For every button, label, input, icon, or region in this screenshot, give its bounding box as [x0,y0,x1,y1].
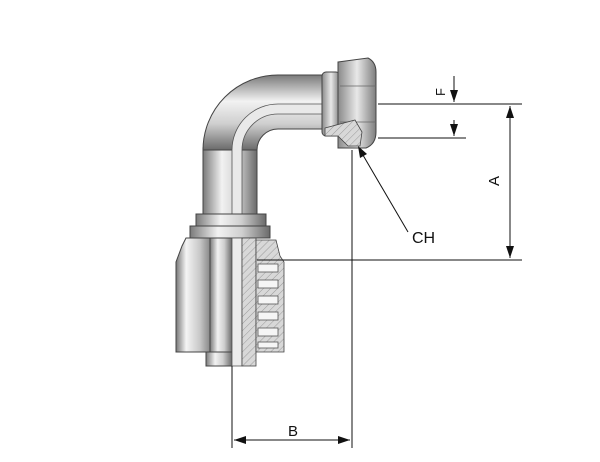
collar-lower [189,225,271,239]
arrow-f-top [450,90,458,102]
arrow-b-left [234,436,246,444]
tube-vertical-leg [202,147,258,221]
nut [321,57,377,149]
ferrule-tail [205,351,233,367]
section-wall-inner [231,237,243,367]
ferrule [175,237,233,367]
ch-leader-line [359,149,409,233]
arrow-f-bottom [450,124,458,136]
dimension-label-ch: CH [412,230,435,247]
dimension-arrows [234,90,514,444]
dimension-label-a: A [486,176,503,186]
arrow-b-right [338,436,350,444]
dimension-lines [231,76,522,448]
dimension-label-b: B [288,423,298,440]
elbow-tube [202,74,326,221]
collar [189,213,271,239]
arrow-ch [358,146,367,158]
ferrule-section [231,237,285,367]
section-teeth [257,263,279,349]
ferrule-body [175,237,211,353]
dimension-label-f: F [433,88,448,96]
ferrule-front [209,237,233,353]
nut-section [324,119,363,147]
arrow-a-top [506,106,514,118]
section-stem [241,237,257,367]
arrow-a-bottom [506,246,514,258]
